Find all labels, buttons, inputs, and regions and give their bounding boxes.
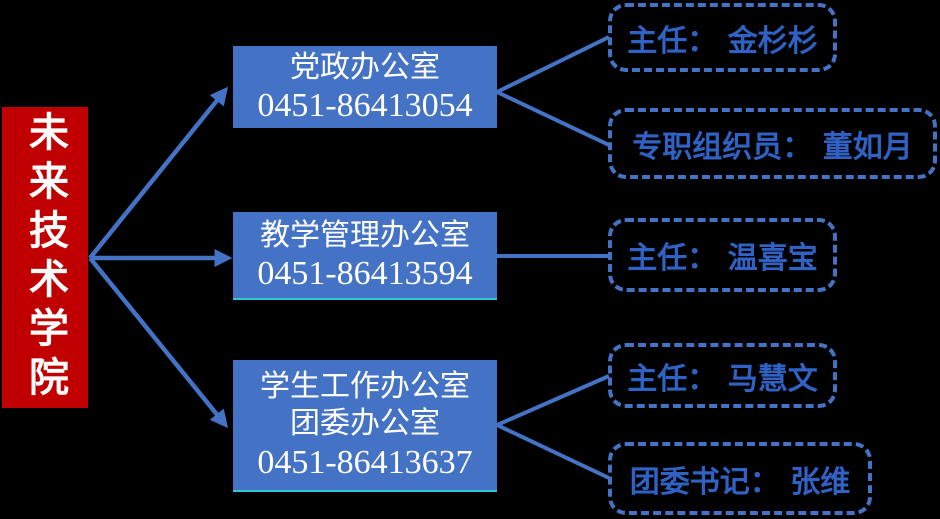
office-name: 党政办公室 xyxy=(290,49,440,85)
staff-node-league-secretary-zhangwei: 团委书记： 张维 xyxy=(608,442,872,515)
line-office3-to-staff4 xyxy=(496,374,610,427)
office-node-dangzheng: 党政办公室 0451-86413054 xyxy=(233,46,497,128)
office-name-2: 团委办公室 xyxy=(290,406,440,442)
staff-node-director-wenxibao: 主任： 温喜宝 xyxy=(608,218,837,292)
staff-label: 团委书记： 张维 xyxy=(629,464,851,500)
college-node: 未来技术学院 xyxy=(2,107,88,408)
line-office1-to-staff1 xyxy=(496,35,610,94)
office-name: 教学管理办公室 xyxy=(260,217,470,253)
arrow-college-to-office-1 xyxy=(88,86,229,260)
college-label: 未来技术学院 xyxy=(22,110,68,405)
office-phone: 0451-86413637 xyxy=(257,443,473,481)
office-node-jiaoxue: 教学管理办公室 0451-86413594 xyxy=(233,212,497,300)
office-node-xuesheng: 学生工作办公室 团委办公室 0451-86413637 xyxy=(233,360,497,492)
staff-label: 主任： 马慧文 xyxy=(627,361,818,397)
staff-label: 主任： 金杉杉 xyxy=(627,23,818,59)
office-name: 学生工作办公室 xyxy=(260,368,470,404)
staff-node-director-jinshanshan: 主任： 金杉杉 xyxy=(608,3,837,72)
office-phone: 0451-86413054 xyxy=(257,87,473,125)
staff-node-organizer-dongruyue: 专职组织员： 董如月 xyxy=(608,108,937,179)
arrow-college-to-office-3 xyxy=(88,256,229,429)
line-office3-to-staff5 xyxy=(496,423,610,480)
line-office1-to-staff2 xyxy=(496,90,610,147)
staff-label: 专职组织员： 董如月 xyxy=(632,129,913,165)
staff-node-director-mahuiwen: 主任： 马慧文 xyxy=(608,343,837,408)
office-phone: 0451-86413594 xyxy=(257,255,473,293)
staff-label: 主任： 温喜宝 xyxy=(627,241,818,276)
